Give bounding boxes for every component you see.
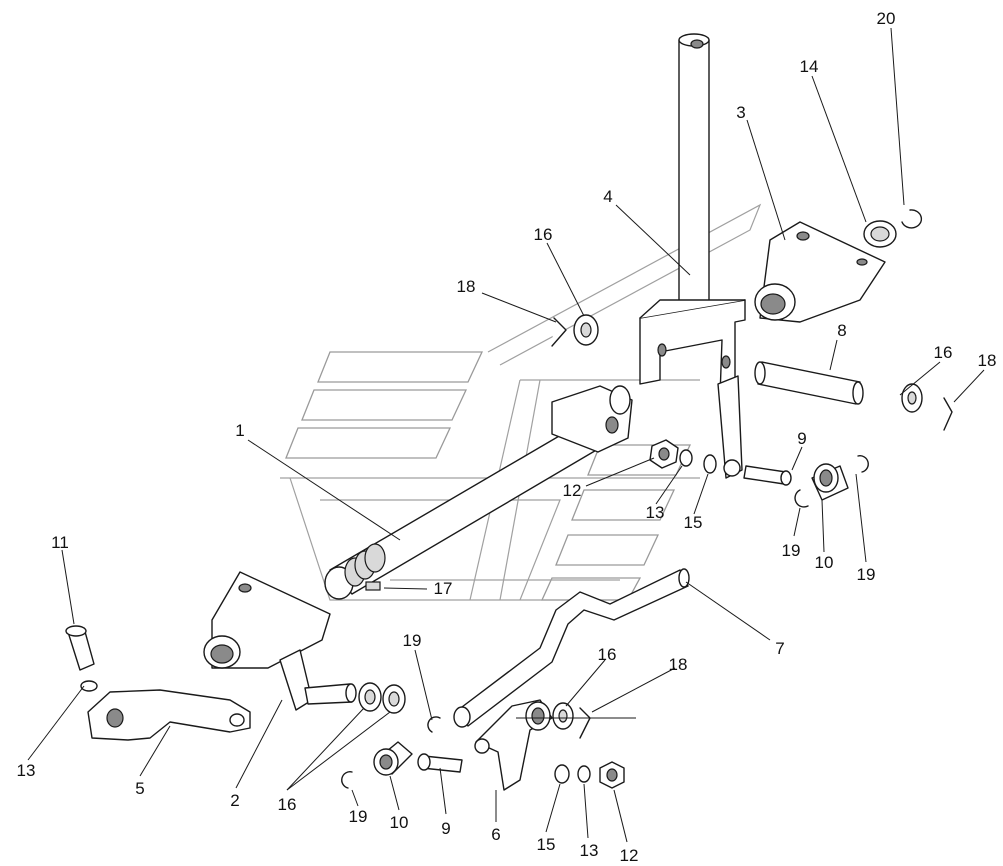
part-13-lockwasher-lower [577, 765, 591, 783]
part-17-key [365, 581, 381, 591]
callout-9: 9 [441, 819, 450, 838]
part-8-pin [754, 361, 864, 405]
callout-18: 18 [978, 351, 997, 370]
callout-16: 16 [534, 225, 553, 244]
part-13-lockwasher-upper [679, 449, 693, 467]
part-19-circlip-upper-a [794, 489, 809, 508]
callout-15: 15 [537, 835, 556, 854]
part-19-circlip-lower-b [341, 771, 353, 789]
callout-18: 18 [669, 655, 688, 674]
part-9-bolt-upper [743, 465, 792, 486]
part-13-washer-left [80, 680, 98, 692]
callout-19: 19 [857, 565, 876, 584]
callout-17: 17 [434, 579, 453, 598]
part-11-bolt [65, 625, 95, 671]
callout-19: 19 [403, 631, 422, 650]
callout-16: 16 [598, 645, 617, 664]
callout-19: 19 [349, 807, 368, 826]
callout-15: 15 [684, 513, 703, 532]
callout-10: 10 [390, 813, 409, 832]
part-2-lower-bracket [203, 571, 357, 711]
callout-2: 2 [230, 791, 239, 810]
callout-11: 11 [51, 533, 69, 552]
part-20-circlip [901, 209, 923, 229]
part-10-bushing-upper [811, 463, 849, 501]
part-18-cotter-upper [551, 317, 567, 347]
part-9-bolt-lower [417, 753, 463, 773]
leader-lines [27, 27, 985, 843]
part-16-washers-lower [358, 682, 406, 714]
part-10-bushing-lower [373, 741, 413, 776]
callout-8: 8 [837, 321, 846, 340]
callout-5: 5 [135, 779, 144, 798]
callout-7: 7 [775, 639, 784, 658]
callout-16: 16 [278, 795, 297, 814]
part-4-fork-shaft [639, 33, 746, 397]
part-6-lower-lever [474, 699, 553, 791]
callout-3: 3 [736, 103, 745, 122]
part-12-nut-lower [599, 761, 625, 789]
part-18-cotter-lower [579, 707, 591, 739]
part-18-cotter-right [943, 397, 953, 431]
part-19-circlip-upper-b [857, 455, 869, 473]
callout-14: 14 [800, 57, 819, 76]
part-15-washer-lower [554, 764, 570, 784]
callout-12: 12 [620, 846, 639, 865]
part-3-bracket [754, 221, 886, 323]
callout-13: 13 [580, 841, 599, 860]
callout-16: 16 [934, 343, 953, 362]
callout-4: 4 [603, 187, 612, 206]
part-19-circlip-lower-a [427, 716, 441, 733]
part-16-washer-upper [573, 314, 599, 346]
part-lever-link [717, 375, 743, 479]
part-15-washer-upper [703, 454, 717, 474]
callout-19: 19 [782, 541, 801, 560]
callout-13: 13 [646, 503, 665, 522]
callout-20: 20 [877, 9, 896, 28]
callout-13: 13 [17, 761, 36, 780]
part-1-main-shaft [324, 385, 633, 600]
watermark [280, 203, 762, 601]
callout-labels: 20 14 3 4 16 18 8 16 18 1 9 12 13 15 19 … [17, 9, 997, 865]
callout-12: 12 [563, 481, 582, 500]
callout-10: 10 [815, 553, 834, 572]
part-16-washer-right [901, 383, 923, 413]
part-16-washer-lower-right [552, 702, 574, 730]
part-5-curved-lever [87, 689, 251, 741]
callout-6: 6 [491, 825, 500, 844]
part-14-washer [863, 220, 897, 248]
callout-18: 18 [457, 277, 476, 296]
callout-9: 9 [797, 429, 806, 448]
callout-1: 1 [235, 421, 244, 440]
